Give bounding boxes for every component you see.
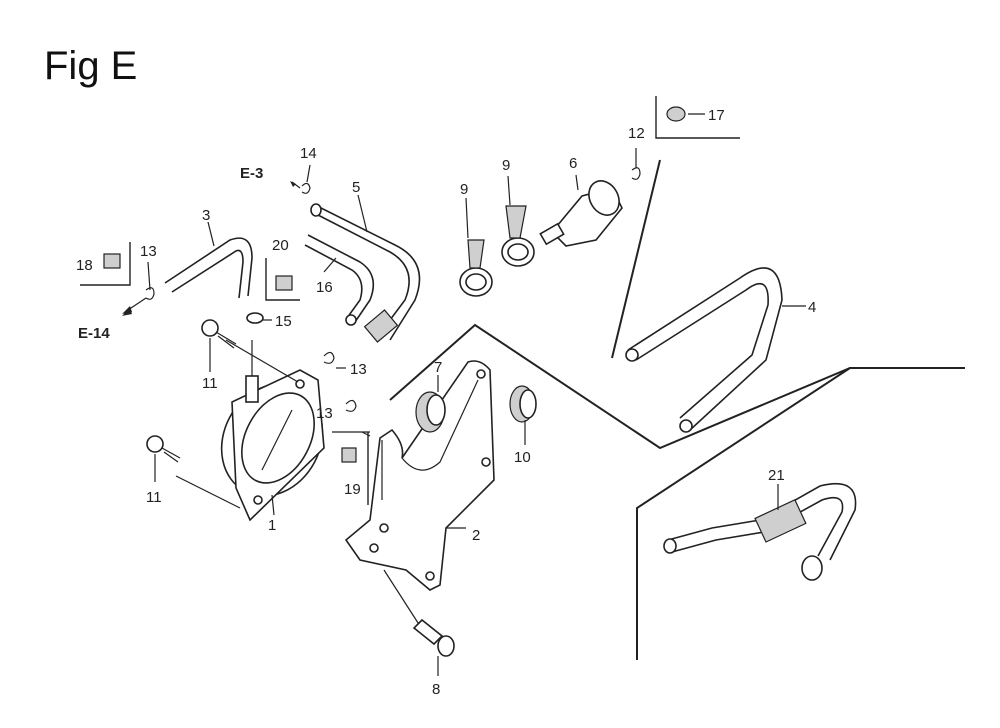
clamp-part-17	[655, 96, 740, 139]
grommet-part-10	[509, 385, 537, 445]
callout-7: 7	[434, 359, 442, 376]
callout-17: 17	[708, 107, 725, 124]
callout-15: 15	[275, 313, 292, 330]
bolt-part-11-lower	[146, 435, 241, 509]
figure-title: Fig E	[44, 44, 138, 88]
nut-part-19	[332, 431, 370, 505]
clip-part-13-lower	[345, 399, 357, 412]
callout-labels: E-3 E-14 1 2 3 4 5 6 7 8 9 9 10 11 11 12…	[76, 107, 816, 698]
callout-3: 3	[202, 207, 210, 224]
callout-18: 18	[76, 257, 93, 274]
nut-part-18	[80, 242, 131, 286]
callout-10: 10	[514, 449, 531, 466]
ref-arrows	[122, 308, 132, 316]
callout-13-left: 13	[140, 243, 157, 260]
clip-part-13-middle	[323, 351, 346, 369]
bracket-part-2	[344, 360, 495, 591]
callout-13-middle: 13	[350, 361, 367, 378]
filter-part-6	[539, 174, 623, 247]
bolt-part-8	[383, 569, 455, 676]
ref-e14: E-14	[78, 325, 110, 342]
callout-16: 16	[316, 279, 333, 296]
grommet-part-7	[415, 375, 446, 433]
callout-9-right: 9	[502, 157, 510, 174]
clamp-part-9-right	[501, 175, 535, 267]
ref-e3: E-3	[240, 165, 263, 182]
callout-8: 8	[432, 681, 440, 698]
fitting-part-15	[246, 312, 272, 324]
bolt-part-11-upper	[201, 319, 299, 383]
hose-part-21	[663, 482, 857, 581]
callout-1: 1	[268, 517, 276, 534]
clip-part-13-left	[122, 261, 155, 314]
callout-6: 6	[569, 155, 577, 172]
callout-4: 4	[808, 299, 816, 316]
callout-21: 21	[768, 467, 785, 484]
hose-part-3	[164, 221, 253, 299]
hose-part-4	[625, 267, 806, 433]
callout-13-lower: 13	[316, 405, 333, 422]
callout-5: 5	[352, 179, 360, 196]
callout-2: 2	[472, 527, 480, 544]
callout-11-lower: 11	[146, 489, 162, 506]
callout-9-left: 9	[460, 181, 468, 198]
callout-20: 20	[272, 237, 289, 254]
clamp-part-9-left	[459, 197, 493, 297]
clip-part-14	[290, 164, 311, 194]
callout-11-upper: 11	[202, 375, 218, 392]
nut-part-20	[265, 258, 300, 301]
callout-19: 19	[344, 481, 361, 498]
fuel-pump-part-1	[220, 340, 325, 522]
clip-part-12	[631, 148, 641, 180]
callout-14: 14	[300, 145, 317, 162]
callout-12: 12	[628, 125, 645, 142]
hose-part-5	[310, 194, 421, 343]
hose-part-16	[304, 234, 375, 326]
frame-lines	[389, 159, 965, 660]
